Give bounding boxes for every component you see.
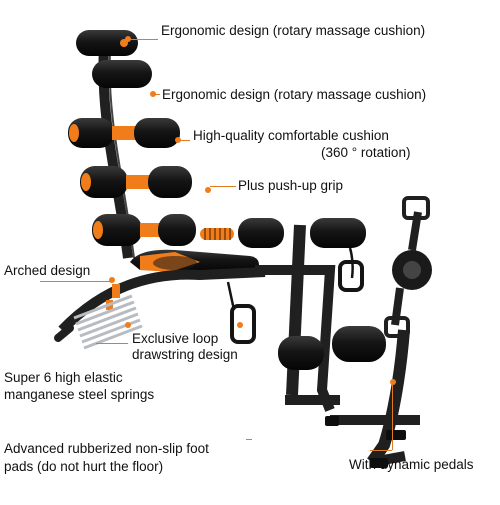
rotary-cushion-3 [92,214,196,246]
pedal-unit [330,196,432,467]
leader-line-ergonomic-2 [154,94,160,95]
leader-line-springs [96,343,128,344]
rotary-cushion-2 [80,166,192,198]
label-cushion-line2: (360 ° rotation) [321,145,411,160]
label-ergonomic-design-1: Ergonomic design (rotary massage cushion… [161,23,426,38]
leader-line-pedals [370,450,392,451]
seat-cushion [130,249,259,272]
label-pads-line2: pads (do not hurt the floor) [4,459,164,474]
foot-pad [325,416,406,468]
push-up-grip-right [310,218,366,248]
leg-roller [278,326,386,370]
push-up-grip-left [200,218,284,248]
label-dynamic-pedals: With dynamic pedals [349,457,474,472]
label-cushion-line1: High-quality comfortable cushion [193,128,389,143]
label-pushup-grip: Plus push-up grip [238,178,344,193]
label-loop-line2: drawstring design [132,347,238,362]
leader-line-arched [40,281,112,282]
leader-line-pedals-vertical [392,384,393,450]
leader-line-pads [246,439,252,440]
leader-line-pushup [210,186,236,187]
top-roller-upper [76,30,138,56]
label-pads-line1: Advanced rubberized non-slip foot [4,441,209,456]
drawstring-handle-left [230,304,256,344]
leader-line-ergonomic-1 [130,39,158,40]
label-springs-line1: Super 6 high elastic [4,370,123,385]
label-arched-design: Arched design [4,263,91,278]
label-springs-line2: manganese steel springs [4,387,155,402]
rotary-cushion-1 [68,118,180,148]
leader-markers [109,36,396,385]
label-ergonomic-design-2: Ergonomic design (rotary massage cushion… [162,87,427,102]
leader-line-cushion [180,140,190,141]
drawstring-handle-right [338,260,364,292]
label-loop-line1: Exclusive loop [132,331,219,346]
top-roller-lower [92,60,152,88]
